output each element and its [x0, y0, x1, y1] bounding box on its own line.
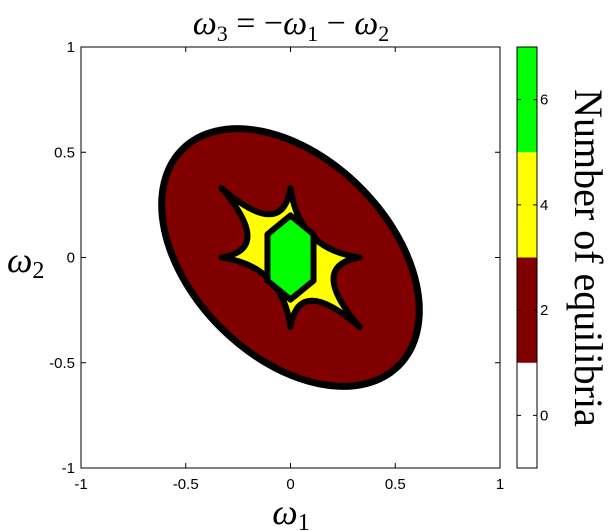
title-b-sub: 2 [378, 21, 389, 46]
y-tick-label: 1 [67, 39, 75, 56]
title-b-var: ω [354, 5, 378, 42]
title-eq: = − [228, 5, 283, 42]
colorbar-tick-label: 2 [540, 302, 548, 319]
x-label-var: ω [272, 492, 297, 531]
colorbar-bands [517, 47, 537, 468]
colorbar: 0 2 4 6 [516, 46, 548, 469]
colorbar-label: Number of equilibria [566, 89, 611, 427]
title-a-var: ω [283, 5, 307, 42]
title-a-sub: 1 [307, 21, 318, 46]
y-tick-label: -0.5 [49, 355, 75, 372]
title-lhs-var: ω [193, 5, 217, 42]
title-minus: − [318, 5, 354, 42]
y-axis-label: ω2 [7, 240, 44, 284]
x-tick-label: -1 [74, 476, 87, 493]
colorbar-band [517, 47, 537, 153]
x-tick-label: 0 [286, 476, 294, 493]
x-tick-label: 1 [496, 476, 504, 493]
colorbar-band [517, 257, 537, 363]
colorbar-tick-label: 6 [540, 92, 548, 109]
x-axis-label: ω1 [272, 492, 309, 531]
x-label-sub: 1 [298, 510, 310, 531]
y-label-sub: 2 [32, 258, 44, 284]
center-region-6-equilibria [264, 212, 317, 303]
y-axis-ticks: -1 -0.5 0 0.5 1 [49, 39, 500, 477]
colorbar-band [517, 362, 537, 468]
colorbar-tick-label: 4 [540, 197, 548, 214]
y-label-var: ω [7, 240, 32, 280]
y-tick-label: 0 [67, 250, 75, 267]
x-tick-label: 0.5 [385, 476, 406, 493]
title-lhs-sub: 3 [217, 21, 228, 46]
colorbar-tick-label: 0 [540, 407, 548, 424]
colorbar-ticks: 0 2 4 6 [517, 92, 548, 424]
chart-title: ω3 = −ω1 − ω2 [193, 5, 390, 46]
colorbar-band [517, 152, 537, 258]
y-tick-label: -1 [62, 460, 75, 477]
x-axis-ticks: -1 -0.5 0 0.5 1 [74, 47, 504, 493]
plot-area: -1 -0.5 0 0.5 1 -1 -0.5 0 0.5 1 [49, 39, 504, 493]
x-tick-label: -0.5 [173, 476, 199, 493]
colorbar-frame [516, 46, 538, 469]
y-tick-label: 0.5 [54, 144, 75, 161]
